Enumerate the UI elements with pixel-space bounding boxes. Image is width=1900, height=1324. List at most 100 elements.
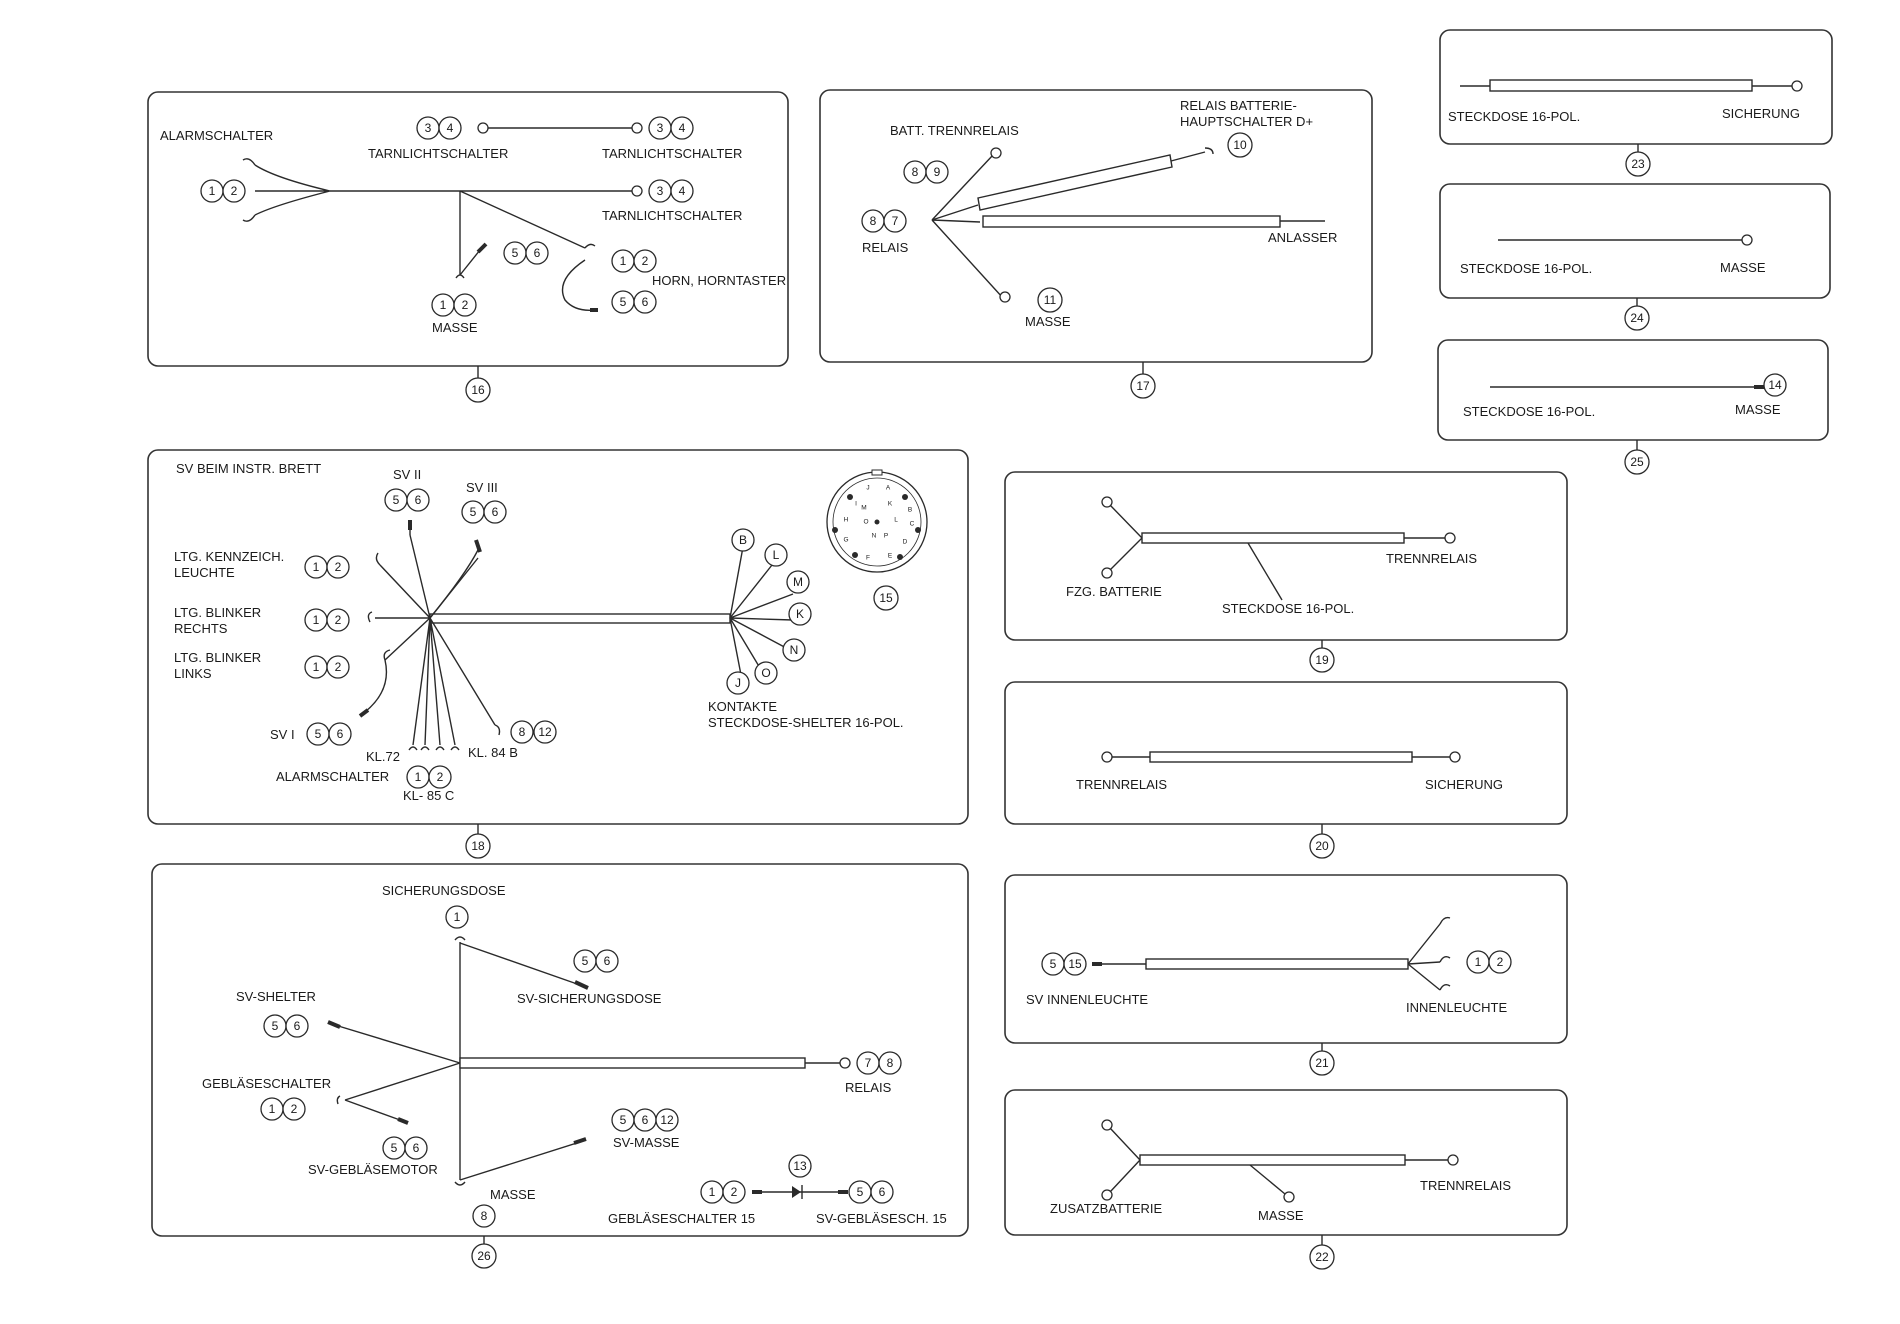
label-ltg-kenn2: LEUCHTE: [174, 565, 235, 580]
sv1-plug: [358, 708, 370, 718]
c16-m3-text: 1: [440, 298, 447, 312]
label-sv-innenleuchte: SV INNENLEUCHTE: [1026, 992, 1148, 1007]
c17-b2-text: 9: [934, 165, 941, 179]
c18-L: [764, 543, 788, 567]
c16-h4-text: 6: [642, 295, 649, 309]
c17-h1: [1227, 132, 1253, 158]
terminal-24: [1741, 234, 1753, 246]
pin-I: I: [855, 501, 857, 508]
panel-17-number-circle: [1130, 373, 1156, 399]
c18-J: [726, 671, 750, 695]
c18-N-text: N: [790, 643, 799, 657]
label-relais-17: RELAIS: [862, 240, 909, 255]
c26-gs2-text: 2: [291, 1102, 298, 1116]
pin-L: L: [894, 517, 898, 524]
relay-fan-wires: [931, 154, 1004, 299]
label-masse-24: MASSE: [1720, 260, 1766, 275]
label-sv-sicherungsdose: SV-SICHERUNGSDOSE: [517, 991, 662, 1006]
label-steckdose-24: STECKDOSE 16-POL.: [1460, 261, 1592, 276]
pin-P: P: [884, 533, 888, 540]
masse-horn-wires: [459, 190, 586, 276]
c26-gm1-text: 5: [391, 1141, 398, 1155]
bundle-19: [1141, 532, 1405, 544]
horn-wire: [561, 243, 596, 311]
c17-m1-text: 11: [1044, 293, 1057, 307]
c18-N: [782, 638, 806, 662]
term-20-left: [1101, 751, 1113, 763]
right-fan-wires-18: [729, 546, 794, 681]
pin-K: K: [888, 501, 893, 508]
wire-geblaese: [344, 1062, 461, 1121]
label-tarn2: TARNLICHTSCHALTER: [602, 146, 742, 161]
pin-B: B: [908, 507, 912, 514]
c18-s3b-text: 6: [492, 505, 499, 519]
c26-svm2-text: 6: [642, 1113, 649, 1127]
wire-sv-sich: [459, 942, 581, 986]
panel-25-frame: [1437, 339, 1829, 441]
panel-20-number-circle: [1309, 833, 1335, 859]
label-innenleuchte: INNENLEUCHTE: [1406, 1000, 1507, 1015]
c18-B-text: B: [739, 533, 747, 547]
c16-h2-text: 2: [642, 254, 649, 268]
panel-15-number: 15: [879, 591, 893, 605]
c18-sv1a-text: 5: [315, 727, 322, 741]
label-kontakte1: KONTAKTE: [708, 699, 777, 714]
label-alarmschalter: ALARMSCHALTER: [160, 128, 273, 143]
panel-19-number-circle: [1309, 647, 1335, 673]
pin-dot-center: [874, 519, 880, 525]
c26-rel2: [878, 1051, 902, 1075]
panel-26-number-circle: [471, 1243, 497, 1269]
bundle-20: [1149, 751, 1413, 763]
label-sv-beim-instr: SV BEIM INSTR. BRETT: [176, 461, 321, 476]
bundle-26: [459, 1057, 806, 1069]
c18-s3a-text: 5: [470, 505, 477, 519]
c26-rel1-text: 7: [865, 1056, 872, 1070]
c25-m1: [1763, 373, 1787, 397]
panel-25-number-circle: [1624, 449, 1650, 475]
c16-t4-text: 4: [679, 121, 686, 135]
c21-i1-text: 1: [1475, 955, 1482, 969]
c18-al2-text: 2: [437, 770, 444, 784]
c16-a1-text: 1: [209, 184, 216, 198]
bundle-23: [1489, 79, 1753, 92]
masse-plug: [476, 242, 488, 254]
wire-17-d: [1170, 151, 1206, 162]
panel-21-number-circle: [1309, 1050, 1335, 1076]
c18-L-text: L: [773, 548, 780, 562]
fan-21: [1407, 923, 1441, 991]
c26-svs1-text: 5: [582, 954, 589, 968]
bundle-17-lower: [982, 215, 1281, 228]
c26-rel2-text: 8: [887, 1056, 894, 1070]
label-fzg-batterie: FZG. BATTERIE: [1066, 584, 1162, 599]
label-hauptschalter: HAUPTSCHALTER D+: [1180, 114, 1313, 129]
c18-sv1b: [328, 722, 352, 746]
c18-l2-text: 2: [335, 660, 342, 674]
panel-18-number: 18: [471, 839, 485, 853]
label-sicherung-20: SICHERUNG: [1425, 777, 1503, 792]
term-26-relais: [839, 1057, 851, 1069]
label-sv2: SV II: [393, 467, 421, 482]
label-geblaeseschalter15: GEBLÄSESCHALTER 15: [608, 1211, 755, 1226]
c26-d13: [788, 1154, 812, 1178]
panel-20-number: 20: [1315, 839, 1329, 853]
sv3-wire: [429, 549, 479, 619]
c16-h2: [633, 249, 657, 273]
masse-hook: [455, 274, 465, 279]
alarm-hooks: [242, 158, 256, 222]
panel-23-number-circle: [1625, 151, 1651, 177]
c16-t5-text: 3: [657, 184, 664, 198]
c18-k1-text: 1: [313, 560, 320, 574]
label-masse-22: MASSE: [1258, 1208, 1304, 1223]
c16-m2: [525, 241, 549, 265]
panel-24: STECKDOSE 16-POL. MASSE 24: [1439, 183, 1831, 331]
c26-d13-text: 13: [793, 1159, 807, 1173]
pin-F: F: [866, 555, 870, 562]
c18-K: [788, 602, 812, 626]
label-ltg-blink-r1: LTG. BLINKER: [174, 605, 261, 620]
panel-26-frame: [151, 863, 969, 1237]
panel-20: TRENNRELAIS SICHERUNG 20: [1004, 681, 1568, 859]
c16-t1-text: 3: [425, 121, 432, 135]
c26-svg15b: [870, 1180, 894, 1204]
c16-h3-text: 5: [620, 295, 627, 309]
panel-24-number-circle: [1624, 305, 1650, 331]
